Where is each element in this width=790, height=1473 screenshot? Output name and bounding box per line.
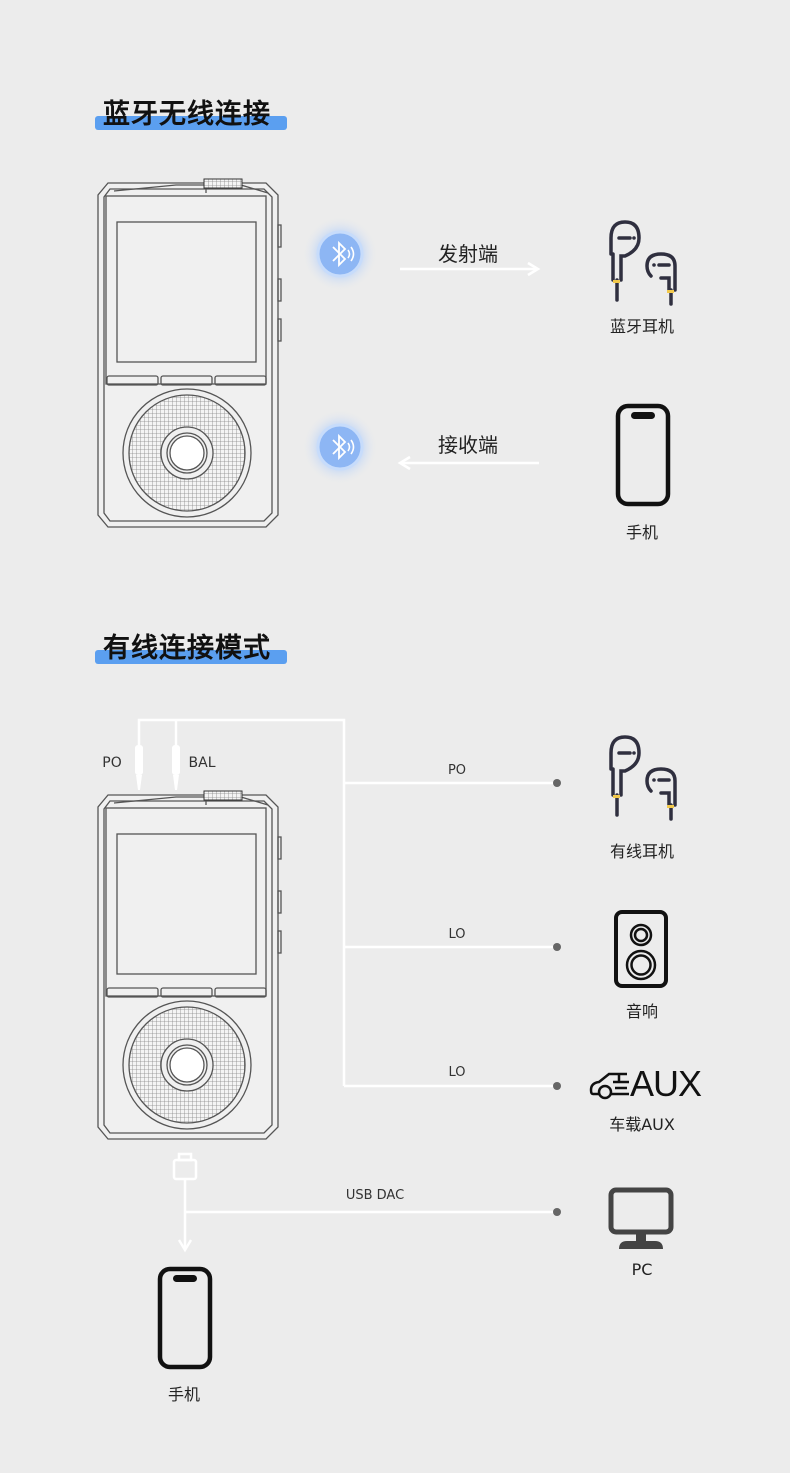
arrow-right-icon: [400, 261, 541, 277]
phone-label: 手机: [167, 1385, 201, 1404]
title-underline: [95, 116, 287, 130]
speaker-label: 音响: [625, 1002, 659, 1021]
wired-earphones-icon: [609, 735, 677, 821]
phone-label: 手机: [625, 523, 659, 542]
bluetooth-earbuds-icon: [609, 220, 677, 306]
arrow-left-icon: [397, 455, 539, 471]
speaker-icon: [614, 910, 668, 988]
jack-po-label: PO: [102, 755, 122, 771]
receive-label: 接收端: [438, 433, 498, 457]
player-device-illustration: [97, 790, 282, 1140]
section-title-wired: 有线连接模式: [103, 633, 271, 664]
pc-label: PC: [631, 1260, 653, 1279]
section-title-bluetooth: 蓝牙无线连接: [103, 99, 271, 130]
player-device-illustration: [97, 178, 282, 528]
car-aux-label: 车载AUX: [609, 1115, 675, 1134]
jack-bal-label: BAL: [188, 755, 216, 771]
transmit-label: 发射端: [438, 242, 498, 266]
phone-icon: [615, 403, 671, 507]
pc-monitor-icon: [608, 1187, 674, 1249]
phone-icon: [157, 1266, 213, 1370]
line-po-label: PO: [447, 763, 467, 778]
car-icon: [589, 1072, 629, 1100]
line-lo-label: LO: [448, 927, 466, 942]
title-underline: [95, 650, 287, 664]
aux-icon-text: AUX: [630, 1063, 702, 1104]
line-usb-dac-label: USB DAC: [345, 1188, 405, 1203]
bluetooth-receive-icon: [302, 409, 378, 485]
wired-headphones-label: 有线耳机: [609, 842, 675, 861]
bt-headphones-label: 蓝牙耳机: [609, 317, 675, 336]
bluetooth-transmit-icon: [302, 216, 378, 292]
line-lo-label: LO: [448, 1065, 466, 1080]
